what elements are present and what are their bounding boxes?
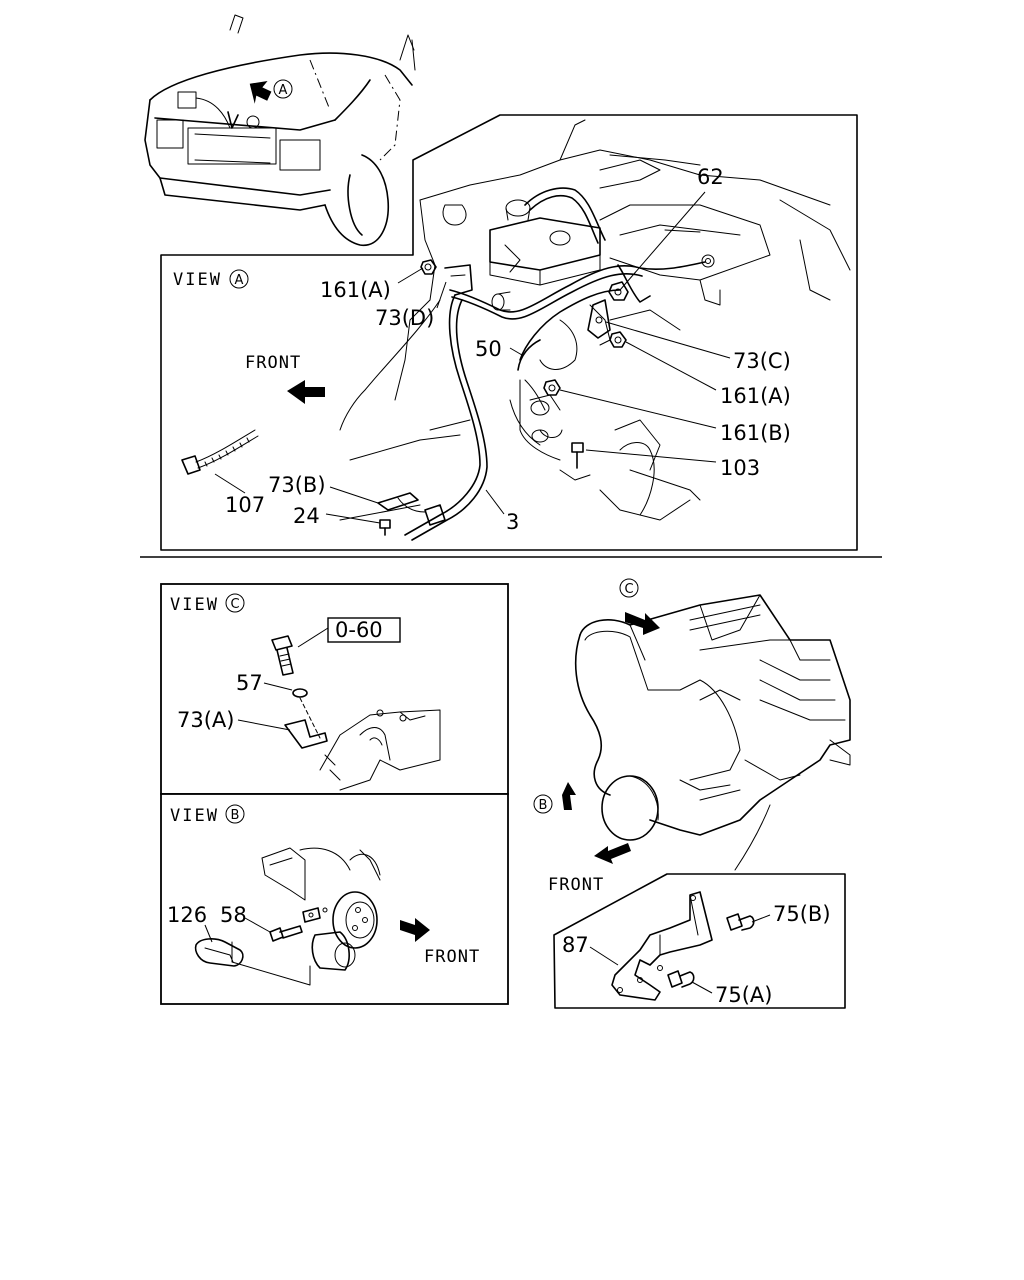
part-161a-label-2: 161(A) <box>720 384 791 408</box>
part-75a-label: 75(A) <box>715 983 772 1007</box>
part-50-label: 50 <box>475 337 502 361</box>
marker-c-label: C <box>625 582 634 597</box>
bracket-detail-frame <box>553 873 846 1009</box>
front-label-view-a: FRONT <box>245 353 301 373</box>
marker-a-label: A <box>279 83 288 98</box>
part-58-label: 58 <box>220 903 247 927</box>
front-label-view-b: FRONT <box>424 947 480 967</box>
view-a-frame <box>160 114 858 551</box>
front-label-bracket: FRONT <box>548 875 604 895</box>
engine-block-drawing <box>562 594 851 871</box>
view-c-drawing <box>271 617 441 791</box>
view-a-title: VIEW <box>173 270 222 290</box>
part-107-label: 107 <box>225 493 265 517</box>
part-73a-label: 73(A) <box>177 708 234 732</box>
vehicle-front-illustration: A <box>144 14 416 246</box>
view-b-drawing <box>194 847 430 986</box>
part-73b-label: 73(B) <box>268 473 326 497</box>
bracket-detail-drawing <box>611 891 755 1001</box>
view-a-engine-bay-drawing <box>181 119 851 541</box>
part-161b-label: 161(B) <box>720 421 791 445</box>
part-0-60-label: 0-60 <box>335 618 383 642</box>
part-62-label: 62 <box>697 165 724 189</box>
view-b-title: VIEW <box>170 806 219 826</box>
view-c-frame <box>160 583 509 795</box>
part-75b-label: 75(B) <box>773 902 831 926</box>
part-73d-label: 73(D) <box>375 306 434 330</box>
part-103-label: 103 <box>720 456 760 480</box>
part-57-label: 57 <box>236 671 263 695</box>
marker-view-b-label: B <box>231 808 240 823</box>
part-24-label: 24 <box>293 504 320 528</box>
part-3-label: 3 <box>506 510 519 534</box>
part-126-label: 126 <box>167 903 207 927</box>
view-a-leader-lines <box>214 191 731 524</box>
view-c-title: VIEW <box>170 595 219 615</box>
part-73c-label: 73(C) <box>733 349 791 373</box>
part-87-label: 87 <box>562 933 589 957</box>
marker-view-a-label: A <box>235 273 244 288</box>
marker-view-c-label: C <box>231 597 240 612</box>
marker-b-label: B <box>539 798 548 813</box>
part-161a-label: 161(A) <box>320 278 391 302</box>
